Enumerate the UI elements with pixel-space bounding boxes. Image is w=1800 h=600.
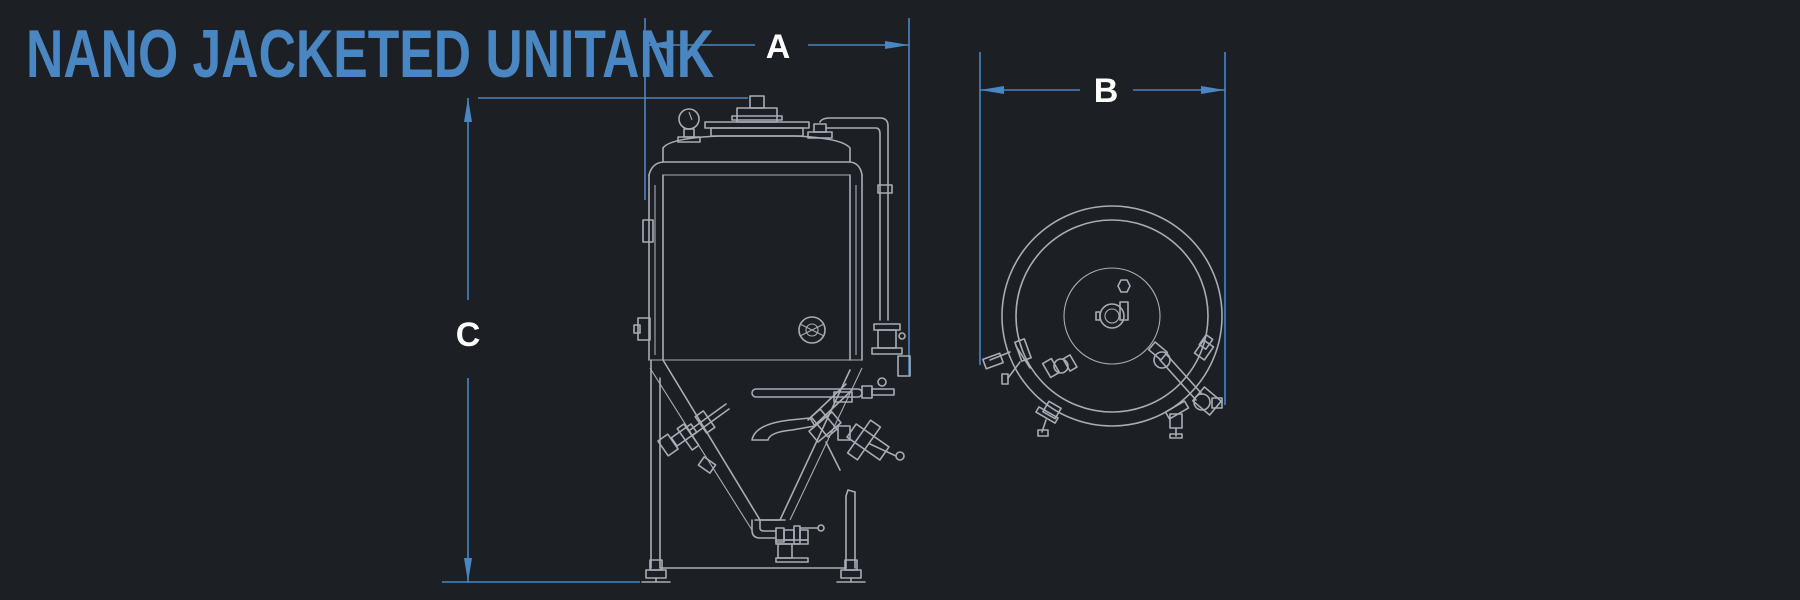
dimension-b: B xyxy=(979,52,1226,405)
dimension-label-b: B xyxy=(1094,72,1119,110)
dimension-label-c: C xyxy=(456,316,481,354)
dimension-label-a: A xyxy=(766,28,791,66)
tank-side-view xyxy=(633,95,911,583)
dimension-c: C xyxy=(442,97,748,583)
tank-top-view xyxy=(982,205,1223,439)
diagram-title: NANO JACKETED UNITANK xyxy=(26,16,715,92)
dimension-a: A xyxy=(644,18,910,375)
